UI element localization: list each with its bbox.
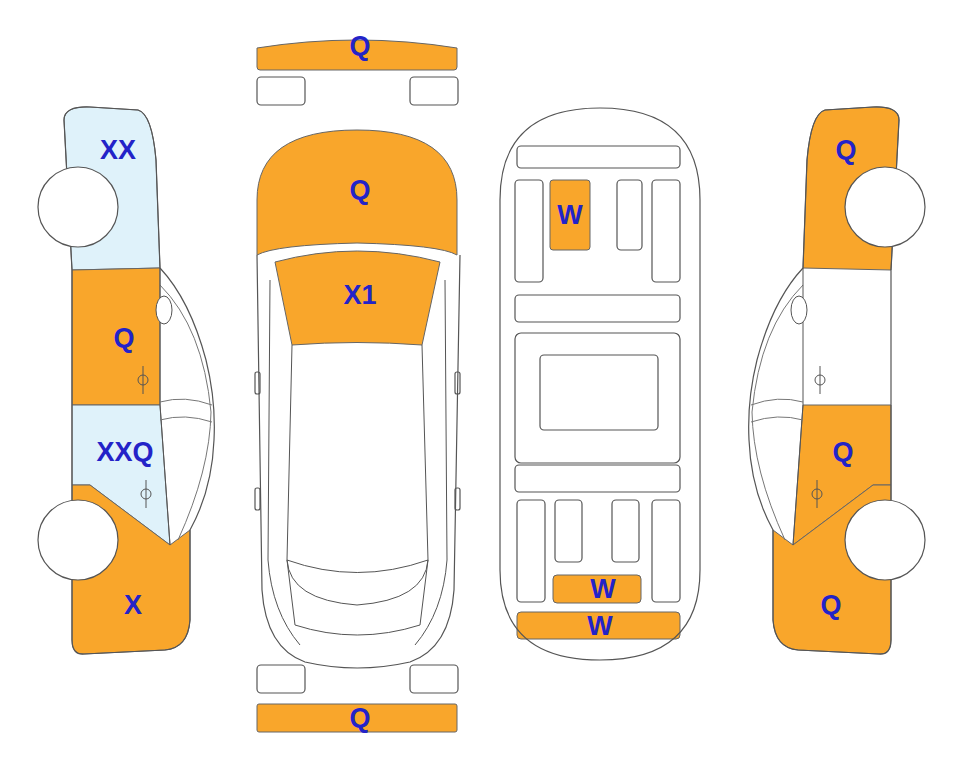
label-holder: W [587, 613, 612, 640]
label-holder: W [557, 202, 582, 229]
mirror [255, 372, 260, 394]
label-holder: W [590, 576, 615, 603]
frame-member [617, 180, 642, 250]
top-view [255, 77, 460, 693]
damage-code: XX [100, 137, 136, 164]
panel-fill [275, 251, 440, 345]
door-handle [455, 488, 460, 510]
frame-member [555, 500, 582, 562]
damage-code: Q [349, 33, 370, 60]
frame-member [652, 180, 680, 282]
damage-panel: X1 [273, 240, 443, 347]
frame-member [517, 500, 545, 602]
damage-code: Q [832, 439, 853, 466]
damage-panel: W [515, 610, 682, 641]
label-holder: Q [832, 439, 853, 466]
frame-member [652, 500, 680, 602]
panel-fill [553, 575, 641, 603]
right-side-view [749, 107, 925, 654]
taillight [410, 665, 458, 693]
frame-member [515, 180, 543, 282]
frame-member [612, 500, 639, 562]
damage-panel: Q [255, 702, 459, 734]
taillight [257, 665, 305, 693]
mirror [455, 372, 460, 394]
panel-fill [550, 180, 590, 250]
label-holder: Q [349, 177, 370, 204]
label-holder: XXQ [96, 439, 153, 466]
frame-member [517, 146, 680, 168]
label-holder: Q [820, 592, 841, 619]
frame-member [540, 355, 658, 430]
left-side-view [38, 107, 214, 654]
damage-code: X1 [343, 282, 376, 309]
label-holder: X [124, 592, 142, 619]
label-holder: XX [100, 137, 136, 164]
damage-panel: W [551, 573, 643, 605]
rear-window [287, 560, 428, 635]
damage-code: Q [113, 325, 134, 352]
damage-panel: W [548, 178, 592, 252]
side-window [268, 280, 300, 645]
damage-code: Q [349, 705, 370, 732]
frame-member [515, 295, 680, 322]
label-holder: Q [113, 325, 134, 352]
damage-panel: Q [255, 128, 459, 258]
body-outline [257, 255, 460, 668]
panel-fill [257, 130, 457, 255]
damage-code: XXQ [96, 439, 153, 466]
panel-fill [517, 612, 680, 639]
side-window [415, 280, 447, 645]
damage-code: Q [820, 592, 841, 619]
damage-code: W [587, 613, 612, 640]
door-handle [255, 488, 260, 510]
label-holder: Q [349, 705, 370, 732]
panel-fill [72, 268, 160, 405]
frame-member [515, 333, 680, 463]
damage-code: Q [835, 137, 856, 164]
label-holder: Q [835, 137, 856, 164]
panel-fill [257, 704, 457, 732]
headlight [410, 77, 458, 105]
underside-view [500, 108, 700, 660]
label-holder: Q [349, 33, 370, 60]
frame-member [515, 465, 680, 492]
damage-panel: Q [70, 266, 162, 407]
damage-panel: Q [255, 30, 459, 72]
damage-code: W [590, 576, 615, 603]
damage-code: Q [349, 177, 370, 204]
headlight [257, 77, 305, 105]
damage-code: X [124, 592, 142, 619]
label-holder: X1 [343, 282, 376, 309]
damage-code: W [557, 202, 582, 229]
underside-outline [500, 108, 700, 660]
